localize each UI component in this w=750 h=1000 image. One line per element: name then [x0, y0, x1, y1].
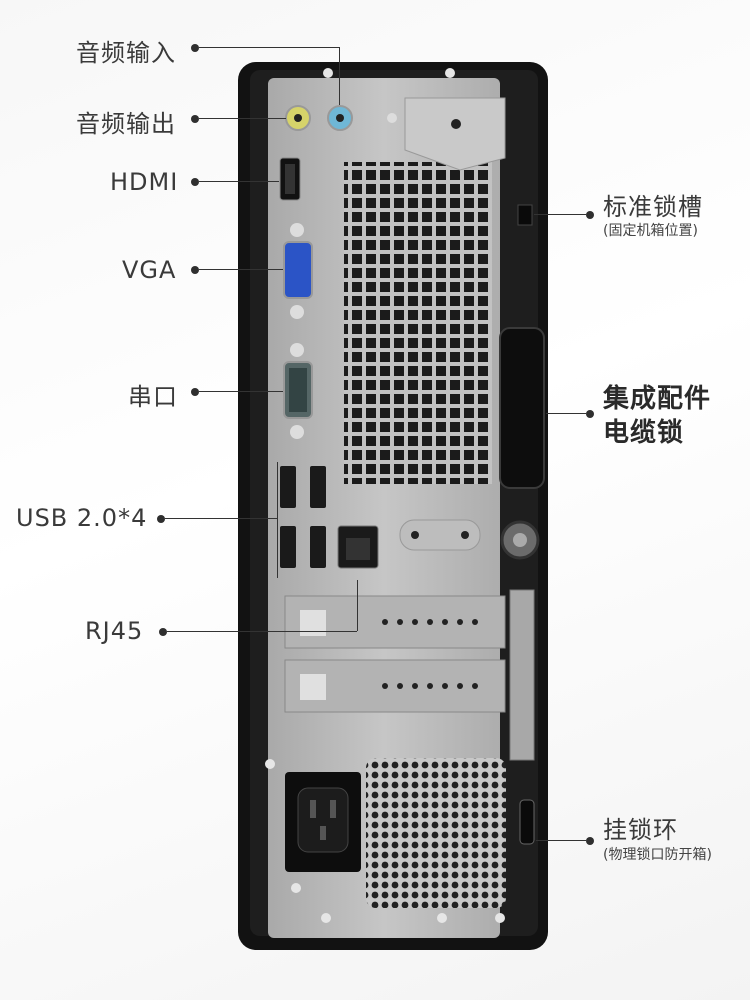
- label-rj45: RJ45: [85, 617, 144, 645]
- label-serial: 串口: [128, 383, 178, 411]
- label-usb: USB 2.0*4: [16, 504, 148, 532]
- label-cable-lock-line2: 电缆锁: [603, 418, 685, 448]
- leader-line-audio-in: [199, 47, 339, 48]
- leader-line-audio-out: [199, 118, 286, 119]
- lock-slot: [517, 204, 533, 226]
- leader-line-vga: [199, 269, 283, 270]
- vent-grid: [344, 162, 492, 484]
- fan-vent: [366, 758, 506, 908]
- leader-dot-audio-in: [191, 44, 199, 52]
- leader-dot-padlock-loop: [586, 837, 594, 845]
- leader-line-lock-slot: [534, 214, 586, 215]
- leader-line-rj45: [167, 631, 357, 632]
- leader-dot-hdmi: [191, 178, 199, 186]
- label-lock-slot-note: (固定机箱位置): [603, 223, 698, 239]
- label-hdmi: HDMI: [110, 168, 179, 196]
- leader-dot-lock-slot: [586, 211, 594, 219]
- label-audio-out: 音频输出: [76, 110, 176, 138]
- label-cable-lock-line1: 集成配件: [603, 384, 712, 414]
- label-audio-in: 音频输入: [76, 39, 176, 67]
- usb-ports: [280, 466, 326, 568]
- leader-line-cable-lock: [546, 413, 586, 414]
- label-padlock-loop: 挂锁环: [603, 816, 678, 844]
- leader-dot-vga: [191, 266, 199, 274]
- cable-lock: [499, 327, 545, 489]
- leader-dot-cable-lock: [586, 410, 594, 418]
- padlock-loop: [519, 799, 535, 845]
- leader-dot-serial: [191, 388, 199, 396]
- leader-dot-rj45: [159, 628, 167, 636]
- label-lock-slot: 标准锁槽: [603, 193, 703, 221]
- label-vga: VGA: [122, 256, 177, 284]
- vga-port: [283, 241, 313, 299]
- label-padlock-loop-note: (物理锁口防开箱): [603, 847, 712, 863]
- leader-dot-usb: [157, 515, 165, 523]
- leader-dot-audio-out: [191, 115, 199, 123]
- leader-line-usb: [165, 518, 277, 519]
- leader-line-padlock-loop: [536, 840, 586, 841]
- leader-line-hdmi: [199, 181, 279, 182]
- leader-line-serial: [199, 391, 283, 392]
